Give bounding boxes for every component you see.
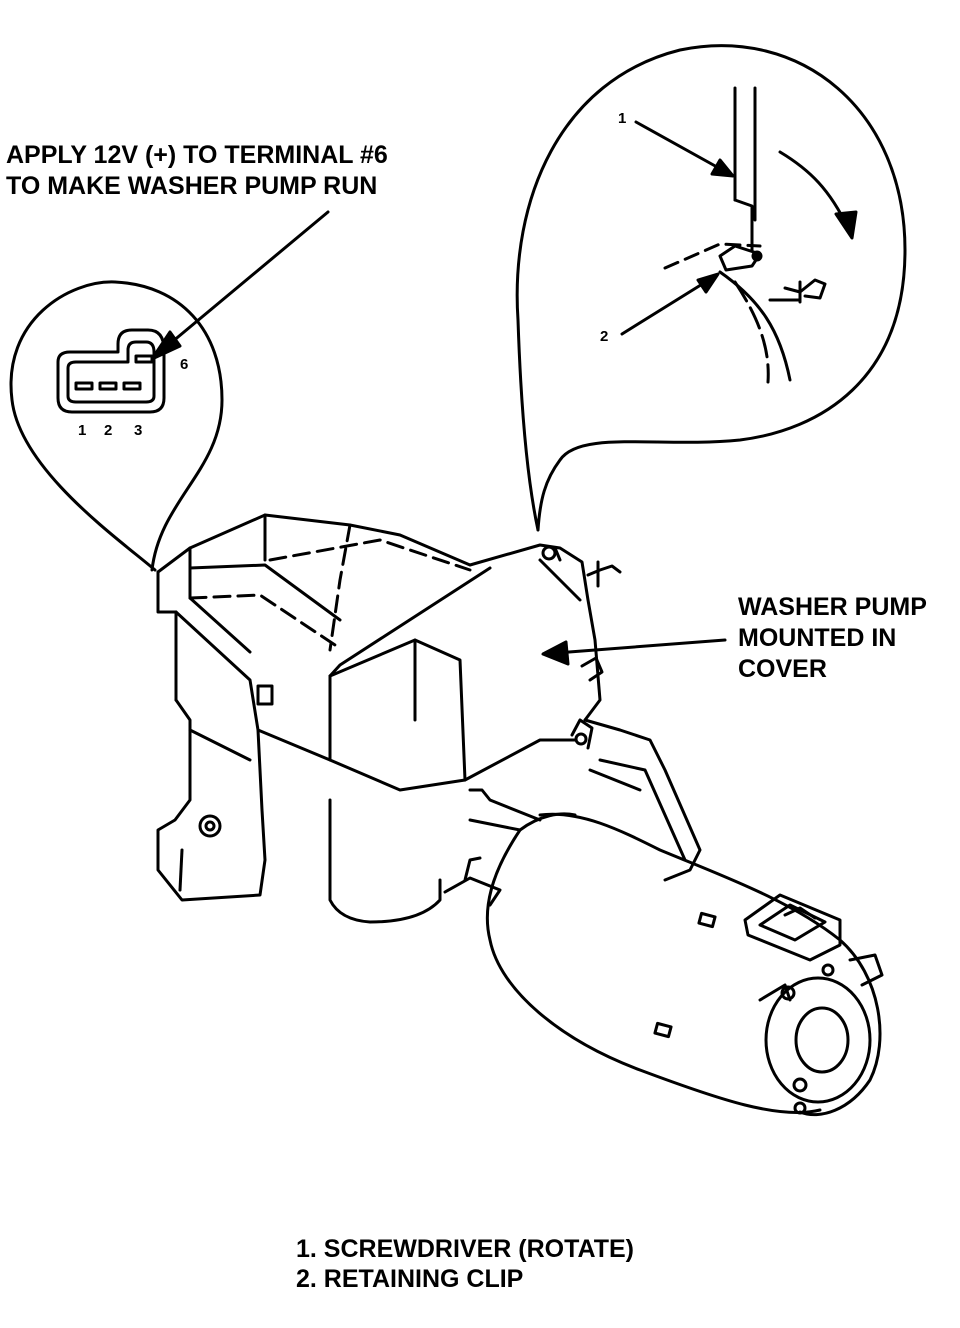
terminal-2-label: 2 [104, 422, 113, 439]
screwdriver-icon [733, 86, 757, 254]
clip-detail-bubble [515, 44, 907, 532]
detail-item-2-label: 2 [600, 328, 609, 345]
terminal-6-label: 6 [180, 356, 189, 373]
retaining-clip-icon [663, 242, 827, 384]
terminal-6-arrow [150, 210, 330, 361]
item-2-arrow [620, 272, 720, 336]
item-1-arrow [634, 120, 735, 178]
motor-can [485, 828, 822, 1115]
callout-right-line1: WASHER PUMP [738, 593, 927, 621]
callout-left-line1: APPLY 12V (+) TO TERMINAL #6 [6, 141, 388, 169]
callout-right-line2: MOUNTED IN [738, 624, 897, 652]
connector-detail-bubble [9, 280, 224, 572]
legend-item-1: 1. SCREWDRIVER (ROTATE) [296, 1235, 634, 1263]
rotate-arrow-icon [778, 150, 858, 240]
callout-right-line3: COVER [738, 655, 827, 683]
connector-icon [56, 328, 166, 414]
legend-item-2: 2. RETAINING CLIP [296, 1265, 524, 1293]
washer-pump-arrow [541, 638, 727, 666]
detail-item-1-label: 1 [618, 110, 627, 127]
callout-left-line2: TO MAKE WASHER PUMP RUN [6, 172, 378, 200]
terminal-3-label: 3 [134, 422, 143, 439]
terminal-1-label: 1 [78, 422, 87, 439]
motor-cover-assembly [156, 513, 884, 1117]
